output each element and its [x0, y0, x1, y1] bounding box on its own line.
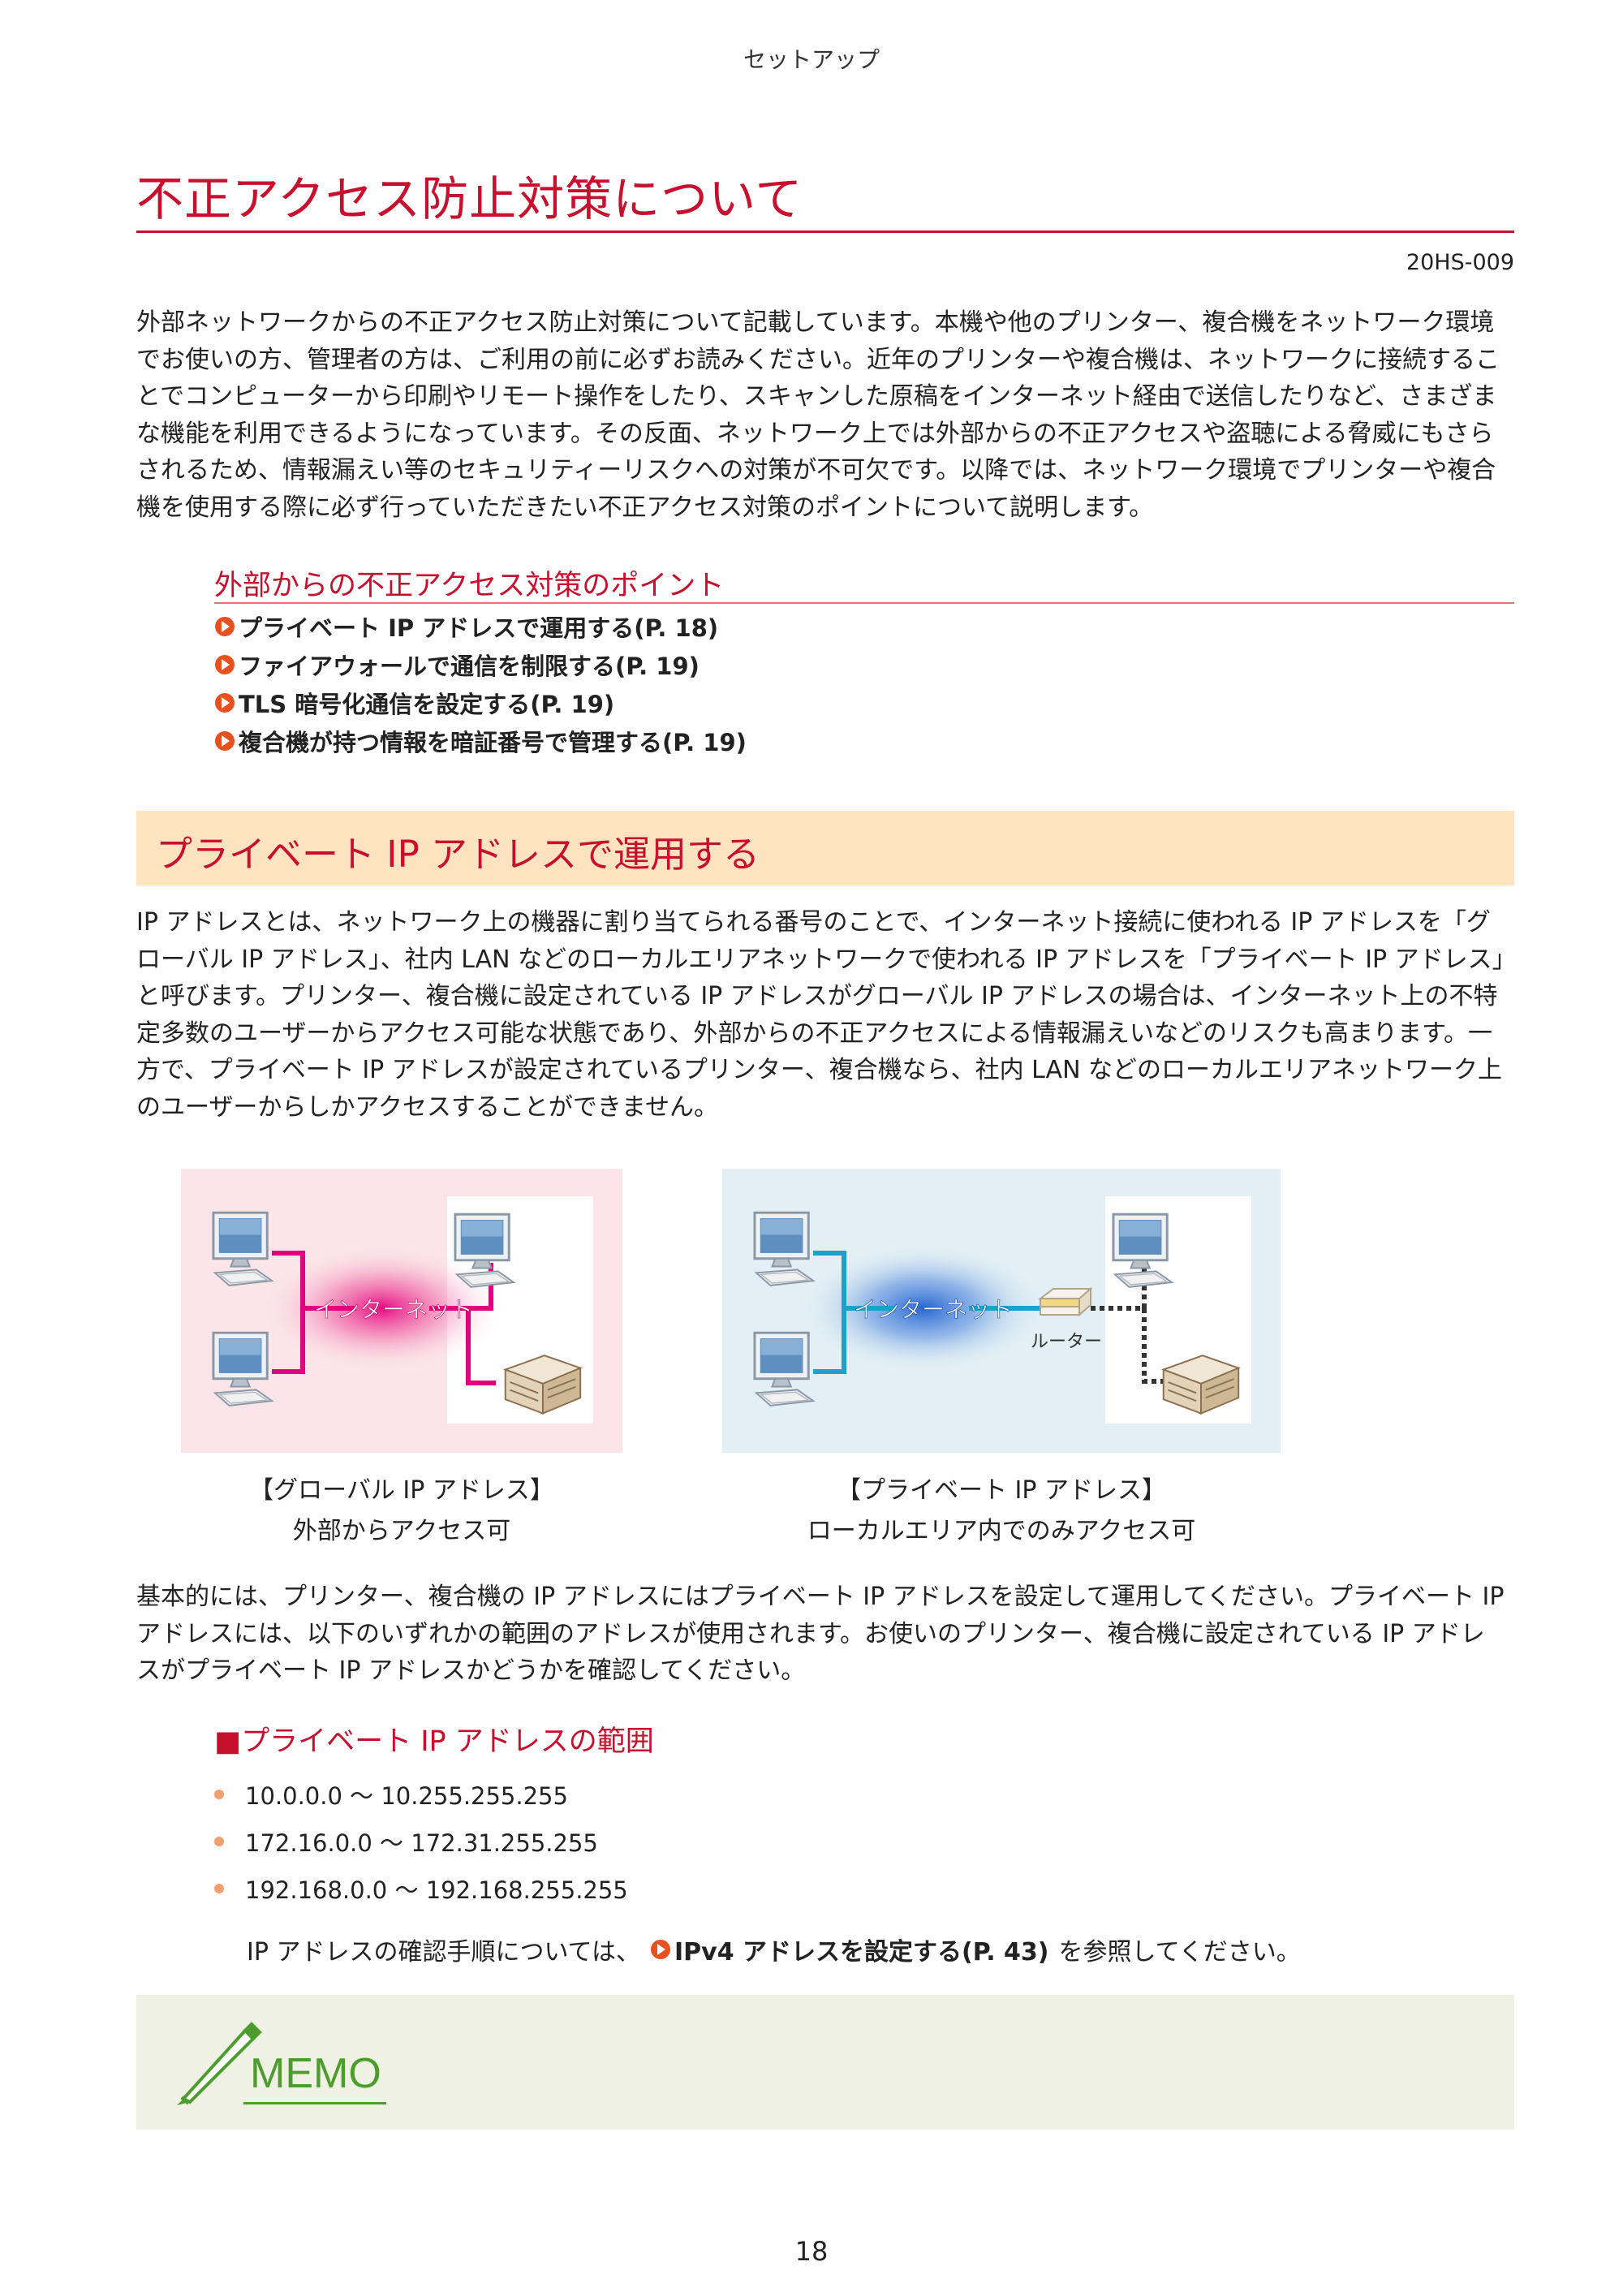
- caption-line: 【プライベート IP アドレス】: [836, 1476, 1166, 1505]
- points-divider: [214, 602, 1514, 604]
- caption-line: ローカルエリア内でのみアクセス可: [807, 1517, 1196, 1545]
- range-value: 192.168.0.0 〜 192.168.255.255: [245, 1876, 628, 1904]
- internet-label: インターネット: [854, 1296, 1013, 1323]
- range-value: 10.0.0.0 〜 10.255.255.255: [245, 1782, 568, 1810]
- text-line: でお使いの方、管理者の方は、ご利用の前に必ずお読みください。近年のプリンターや複…: [136, 345, 1500, 374]
- range-value: 172.16.0.0 〜 172.31.255.255: [245, 1829, 598, 1857]
- text-line: 外部ネットワークからの不正アクセス防止対策について記載しています。本機や他のプリ…: [136, 308, 1495, 337]
- section-paragraph: IP アドレスとは、ネットワーク上の機器に割り当てられる番号のことで、インターネ…: [136, 904, 1517, 1126]
- text-line: スがプライベート IP アドレスかどうかを確認してください。: [136, 1656, 806, 1685]
- points-heading: 外部からの不正アクセス対策のポイント: [214, 570, 725, 602]
- link-tls[interactable]: TLS 暗号化通信を設定する(P. 19): [214, 683, 747, 722]
- link-label: TLS 暗号化通信を設定する(P. 19): [239, 690, 615, 718]
- intro-paragraph: 外部ネットワークからの不正アクセス防止対策について記載しています。本機や他のプリ…: [136, 304, 1514, 526]
- link-arrow-icon: [215, 616, 235, 636]
- memo-underline: [243, 2102, 386, 2104]
- link-arrow-icon: [650, 1940, 670, 1959]
- link-pin-management[interactable]: 複合機が持つ情報を暗証番号で管理する(P. 19): [214, 722, 747, 760]
- bullet-icon: [214, 1884, 224, 1893]
- private-ip-caption: 【プライベート IP アドレス】 ローカルエリア内でのみアクセス可: [722, 1471, 1281, 1552]
- text-line: ローバル IP アドレス」、社内 LAN などのローカルエリアネットワークで使わ…: [136, 945, 1517, 974]
- text-line: と呼びます。プリンター、複合機に設定されている IP アドレスがグローバル IP…: [136, 982, 1498, 1010]
- text-line: されるため、情報漏えい等のセキュリティーリスクへの対策が不可欠です。以降では、ネ…: [136, 456, 1496, 485]
- section-heading: プライベート IP アドレスで運用する: [156, 833, 760, 876]
- section-heading-band: [136, 811, 1514, 885]
- caption-line: 外部からアクセス可: [292, 1517, 511, 1545]
- reference-suffix: を参照してください。: [1058, 1938, 1301, 1966]
- router-icon: [1038, 1286, 1093, 1317]
- reference-prefix: IP アドレスの確認手順については、: [247, 1938, 640, 1966]
- text-line: 機を使用する際に必ず行っていただきたい不正アクセス対策のポイントについて説明しま…: [136, 493, 1154, 522]
- memo-box: [136, 1995, 1514, 2130]
- link-ipv4-settings[interactable]: IPv4 アドレスを設定する(P. 43): [650, 1932, 1049, 1967]
- reference-line: IP アドレスの確認手順については、 IPv4 アドレスを設定する(P. 43)…: [247, 1932, 1301, 1967]
- list-item: 192.168.0.0 〜 192.168.255.255: [214, 1865, 628, 1912]
- router-label: ルーター: [1031, 1332, 1102, 1352]
- document-id: 20HS-009: [1406, 250, 1514, 275]
- text-line: のユーザーからしかアクセスすることができません。: [136, 1092, 718, 1122]
- text-line: IP アドレスとは、ネットワーク上の機器に割り当てられる番号のことで、インターネ…: [136, 908, 1491, 937]
- link-firewall[interactable]: ファイアウォールで通信を制限する(P. 19): [214, 645, 747, 683]
- link-arrow-icon: [215, 730, 235, 751]
- link-label: プライベート IP アドレスで運用する(P. 18): [239, 614, 719, 642]
- link-label: ファイアウォールで通信を制限する(P. 19): [239, 652, 700, 680]
- link-label: 複合機が持つ情報を暗証番号で管理する(P. 19): [239, 728, 747, 756]
- global-ip-diagram: インターネット: [181, 1169, 622, 1453]
- text-line: な機能を利用できるようになっています。その反面、ネットワーク上では外部からの不正…: [136, 419, 1494, 448]
- running-header: セットアップ: [743, 46, 880, 73]
- page-number: 18: [794, 2236, 829, 2267]
- link-arrow-icon: [215, 654, 235, 674]
- title-divider: [136, 230, 1514, 233]
- body-paragraph: 基本的には、プリンター、複合機の IP アドレスにはプライベート IP アドレス…: [136, 1579, 1514, 1690]
- global-ip-caption: 【グローバル IP アドレス】 外部からアクセス可: [181, 1471, 622, 1552]
- bullet-icon: [214, 1837, 224, 1846]
- list-item: 172.16.0.0 〜 172.31.255.255: [214, 1818, 628, 1865]
- internet-label: インターネット: [314, 1296, 473, 1323]
- text-line: アドレスには、以下のいずれかの範囲のアドレスが使用されます。お使いのプリンター、…: [136, 1619, 1485, 1648]
- text-line: 方で、プライベート IP アドレスが設定されているプリンター、複合機なら、社内 …: [136, 1056, 1503, 1084]
- text-line: 基本的には、プリンター、複合機の IP アドレスにはプライベート IP アドレス…: [136, 1583, 1505, 1611]
- caption-line: 【グローバル IP アドレス】: [249, 1476, 554, 1505]
- memo-label: MEMO: [250, 2050, 381, 2097]
- range-heading: ■プライベート IP アドレスの範囲: [214, 1725, 654, 1758]
- text-line: とでコンピューターから印刷やリモート操作をしたり、スキャンした原稿をインターネッ…: [136, 382, 1497, 411]
- text-line: 定多数のユーザーからアクセス可能な状態であり、外部からの不正アクセスによる情報漏…: [136, 1019, 1492, 1048]
- range-list: 10.0.0.0 〜 10.255.255.255 172.16.0.0 〜 1…: [214, 1771, 628, 1912]
- page-title: 不正アクセス防止対策について: [136, 171, 803, 226]
- link-private-ip[interactable]: プライベート IP アドレスで運用する(P. 18): [214, 607, 747, 645]
- link-arrow-icon: [215, 692, 235, 713]
- link-label: IPv4 アドレスを設定する(P. 43): [674, 1938, 1049, 1966]
- private-ip-diagram: ルーター インターネット: [722, 1169, 1281, 1453]
- bullet-icon: [214, 1790, 224, 1799]
- list-item: 10.0.0.0 〜 10.255.255.255: [214, 1771, 628, 1818]
- pencil-icon: [177, 2022, 262, 2105]
- points-link-list: プライベート IP アドレスで運用する(P. 18) ファイアウォールで通信を制…: [214, 607, 747, 760]
